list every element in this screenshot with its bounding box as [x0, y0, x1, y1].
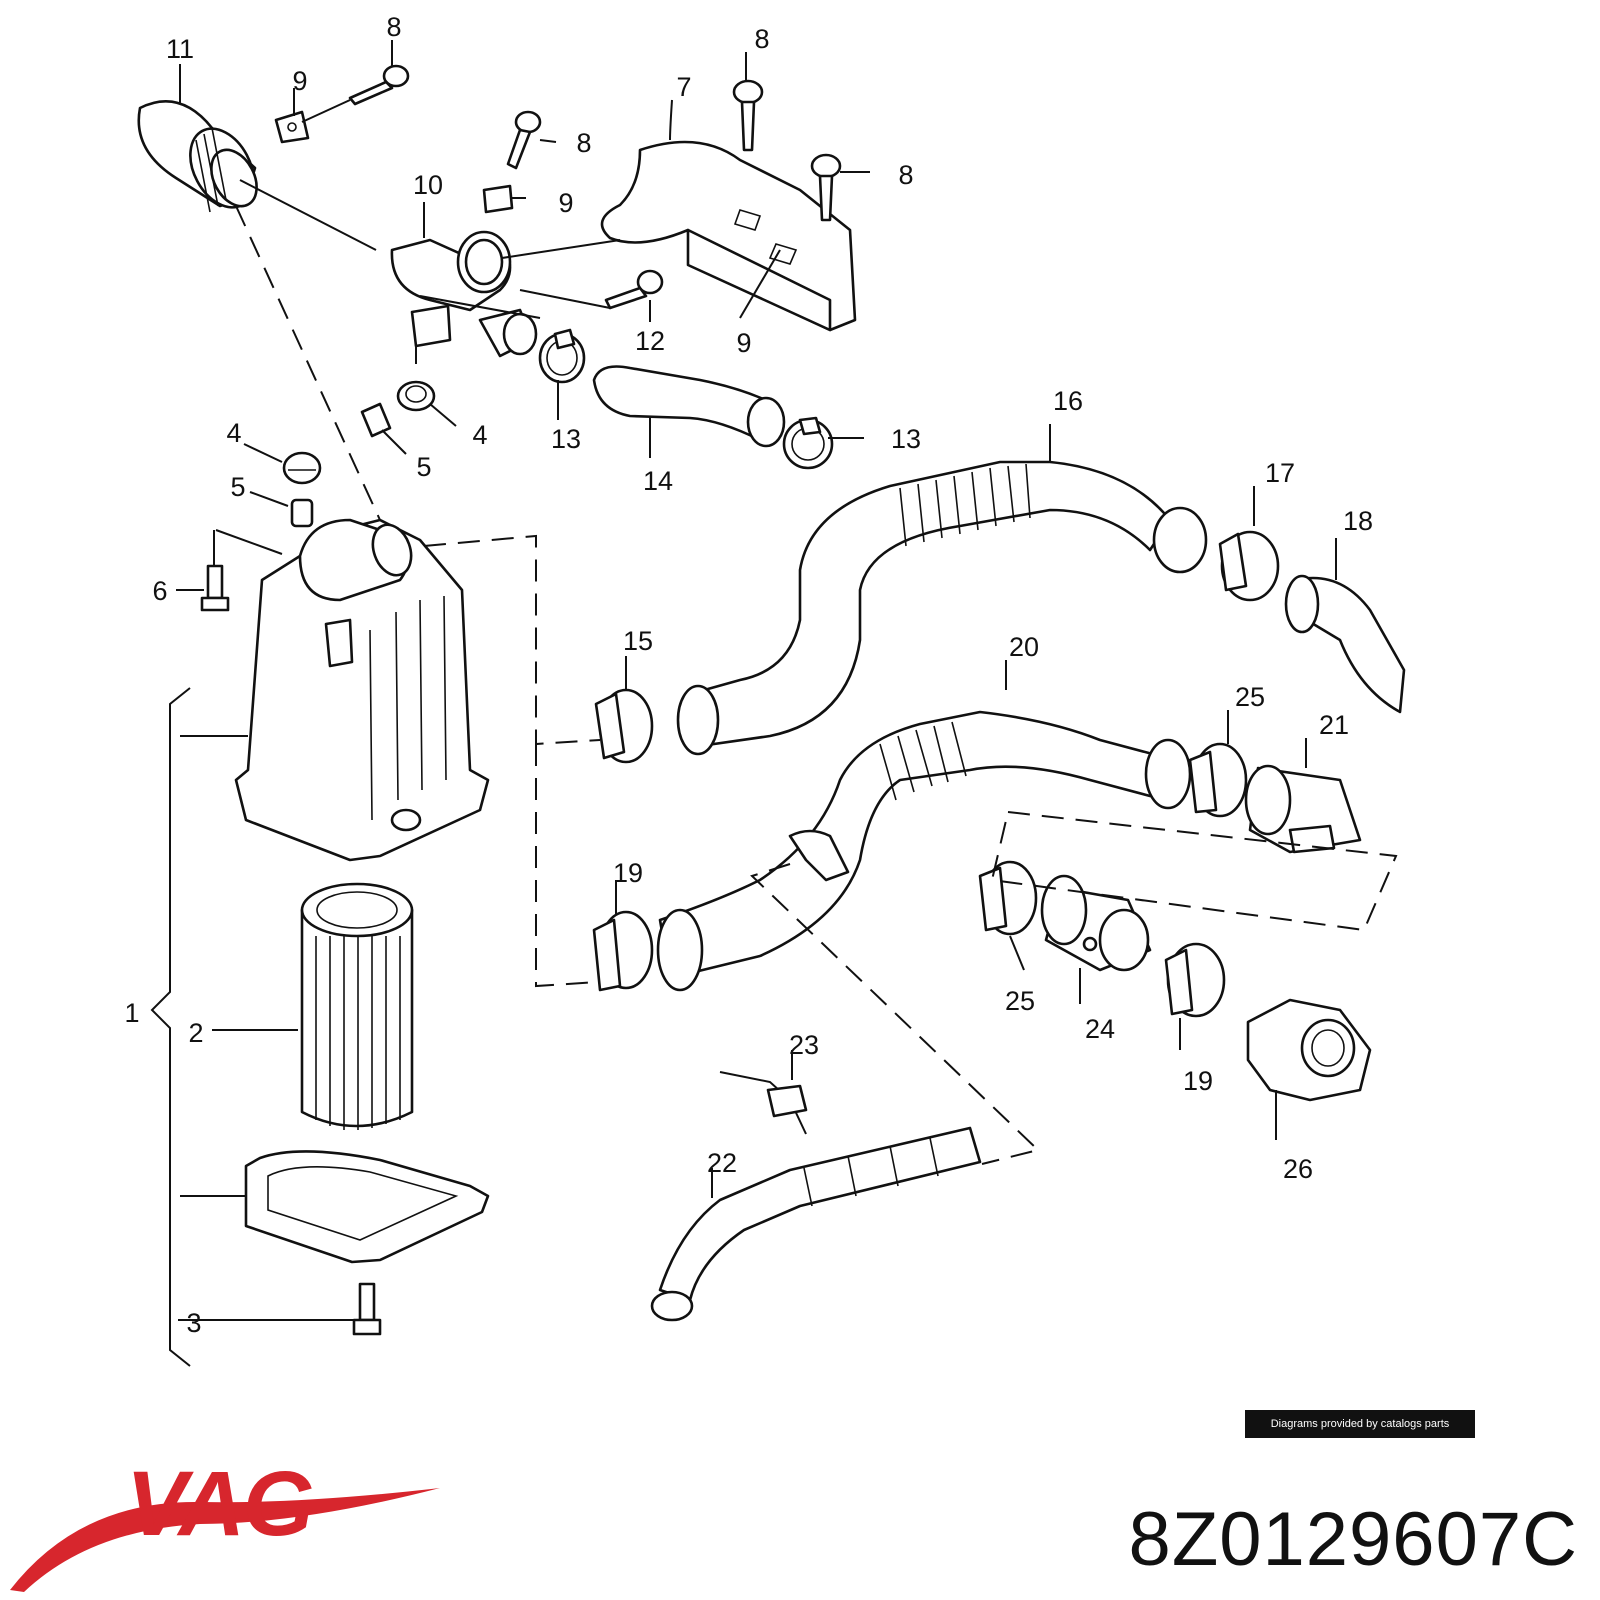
- callout-6: 6: [152, 576, 167, 606]
- callout-13-2: 13: [891, 424, 921, 454]
- mass-air-flow-sensor-part: [1244, 764, 1362, 854]
- screw-part-5: [604, 269, 664, 310]
- callout-9-2: 9: [558, 188, 573, 218]
- callout-19-2: 19: [1183, 1066, 1213, 1096]
- callout-20: 20: [1009, 632, 1039, 662]
- hose-clamp-part: [538, 328, 586, 384]
- callout-9-3: 9: [736, 328, 751, 358]
- callout-16: 16: [1053, 386, 1083, 416]
- callout-21: 21: [1319, 710, 1349, 740]
- callout-12: 12: [635, 326, 665, 356]
- adapter-part: [1040, 874, 1152, 972]
- callout-25: 25: [1235, 682, 1265, 712]
- clip-nut-part: [274, 110, 310, 144]
- callout-17: 17: [1265, 458, 1295, 488]
- callout-4: 4: [472, 420, 487, 450]
- bolt-part: [200, 564, 230, 612]
- callout-14: 14: [643, 466, 673, 496]
- callout-4-2: 4: [226, 418, 241, 448]
- callout-1: 1: [124, 998, 139, 1028]
- callout-8-3: 8: [576, 128, 591, 158]
- breather-hose-part: [592, 365, 786, 448]
- callout-5: 5: [416, 452, 431, 482]
- intake-hose-part: [676, 460, 1208, 756]
- bushing-part: [360, 402, 392, 438]
- callout-9: 9: [292, 66, 307, 96]
- callout-23: 23: [789, 1030, 819, 1060]
- bushing-part-2: [290, 498, 314, 528]
- brand-logo: VAG: [126, 1453, 315, 1555]
- air-guide-duct-part: [600, 140, 857, 332]
- callout-8-2: 8: [754, 24, 769, 54]
- diagram-credit-banner: Diagrams provided by catalogs parts: [1245, 1410, 1475, 1438]
- air-filter-element-part: [300, 882, 414, 1130]
- mass-air-hose-part: [656, 710, 1192, 992]
- air-filter-upper-housing-part: [234, 518, 490, 862]
- bolt-part-2: [352, 1282, 382, 1336]
- vag-logo-swoosh: [10, 1488, 440, 1592]
- hose-clamp-part-8: [1164, 942, 1226, 1018]
- callout-8-4: 8: [898, 160, 913, 190]
- hose-clamp-part-4: [594, 688, 654, 764]
- screw-part-4: [506, 110, 542, 170]
- callout-5-2: 5: [230, 472, 245, 502]
- part-number: 8Z0129607C: [1128, 1497, 1578, 1582]
- intake-snorkel-part: [137, 100, 258, 213]
- hose-clamp-part-5: [1188, 742, 1248, 818]
- callout-26: 26: [1283, 1154, 1313, 1184]
- screw-part: [348, 64, 410, 106]
- screw-part-3: [810, 153, 842, 222]
- callout-11: 11: [166, 34, 194, 64]
- screw-part-2: [732, 79, 764, 152]
- callout-18: 18: [1343, 506, 1373, 536]
- air-filter-lower-housing-part: [244, 1150, 490, 1264]
- clip-nut-part-2: [482, 184, 514, 214]
- turbo-connector-hose-part: [1284, 574, 1406, 714]
- breather-pipe-part: [650, 1126, 982, 1322]
- t-connector-part: [390, 230, 541, 358]
- hose-clamp-part-6: [592, 910, 654, 992]
- callout-8: 8: [386, 12, 401, 42]
- callout-3: 3: [186, 1308, 201, 1338]
- callout-25-2: 25: [1005, 986, 1035, 1016]
- callout-24: 24: [1085, 1014, 1115, 1044]
- callout-10: 10: [413, 170, 443, 200]
- callout-7: 7: [676, 72, 691, 102]
- callout-19: 19: [613, 858, 643, 888]
- hose-clamp-part-7: [978, 860, 1038, 936]
- grommet-part: [396, 380, 436, 412]
- callout-22: 22: [707, 1148, 737, 1178]
- clip-part: [719, 1071, 808, 1135]
- hose-clamp-part-3: [1218, 530, 1280, 602]
- throttle-body-part: [1246, 998, 1372, 1102]
- callout-13: 13: [551, 424, 581, 454]
- grommet-part-2: [282, 451, 322, 485]
- callout-2: 2: [188, 1018, 203, 1048]
- callout-15: 15: [623, 626, 653, 656]
- hose-clamp-part-2: [782, 416, 834, 470]
